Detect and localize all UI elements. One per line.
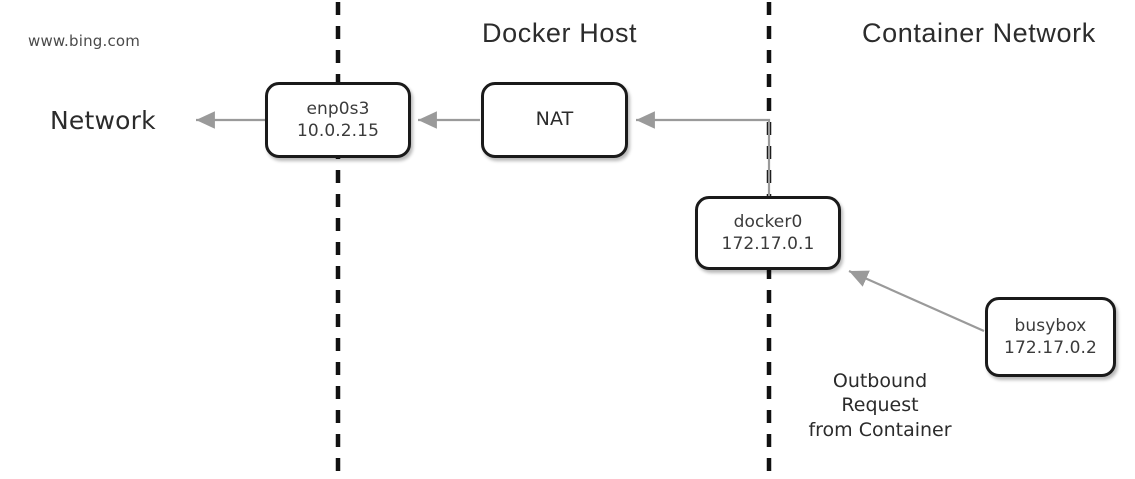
zone-title-docker-host: Docker Host [482,18,638,48]
label-outbound-line-1: Outbound [832,370,928,392]
label-outbound-line-3: from Container [808,418,952,441]
node-nat[interactable]: NAT [481,82,628,158]
node-enp0s3-title: enp0s3 [306,98,370,119]
node-busybox-address: 172.17.0.2 [1004,338,1097,358]
node-busybox-title: busybox [1014,315,1087,336]
node-docker0[interactable]: docker0 172.17.0.1 [695,196,841,270]
node-nat-title: NAT [535,108,574,131]
label-www-bing-com: www.bing.com [28,32,141,50]
label-network: Network [50,106,156,135]
label-outbound-line-2: Request [841,394,919,417]
node-docker0-address: 172.17.0.1 [721,234,815,254]
zone-title-container-network: Container Network [862,18,1096,48]
node-enp0s3-address: 10.0.2.15 [296,121,379,141]
label-outbound-request: Outbound Request from Container [770,369,990,442]
arrow-busybox-to-docker0 [848,269,985,333]
node-docker0-title: docker0 [733,211,803,232]
node-enp0s3[interactable]: enp0s3 10.0.2.15 [265,82,411,158]
node-busybox[interactable]: busybox 172.17.0.2 [985,297,1116,377]
arrow-docker0-to-nat [636,111,771,196]
